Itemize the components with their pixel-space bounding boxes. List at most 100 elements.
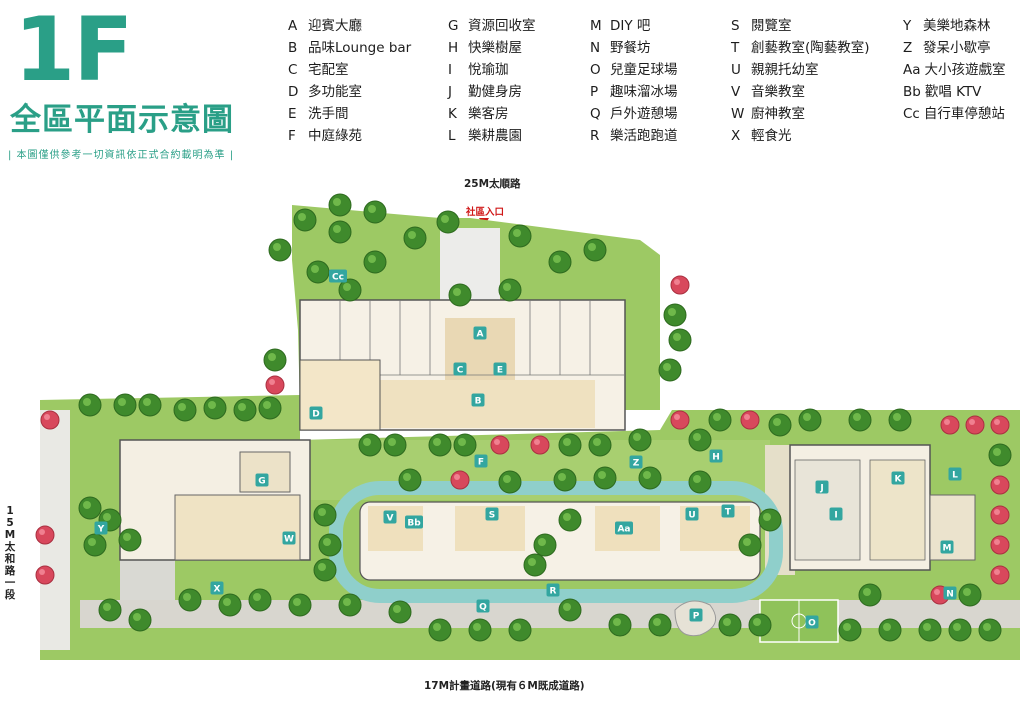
map-marker-o [805,615,819,629]
map-marker-bb [405,515,423,529]
legend-code: V [731,84,741,100]
legend-label: 音樂教室 [751,84,805,100]
tree-icon [593,466,617,490]
soccer-field [759,599,839,643]
flower-tree-icon [990,535,1010,555]
flower-tree-icon [265,375,285,395]
tree-icon [98,508,122,532]
legend-label: 兒童足球場 [610,62,678,78]
map-marker-label: P [693,612,700,622]
tree-icon [508,618,532,642]
tree-icon [363,250,387,274]
tree-highlight [588,243,596,251]
map-marker-label: A [477,330,484,340]
central-courtyard [300,440,770,500]
tree-icon [668,328,692,352]
west-building [119,439,311,561]
legend-code: Bb [903,84,921,100]
tree-highlight [103,513,111,521]
tree-icon [748,613,772,637]
tree-icon [178,588,202,612]
grass-areas [40,205,1020,660]
legend-label: 輕食光 [751,128,792,144]
tree-highlight [723,618,731,626]
legend-label: 樂客房 [468,106,509,122]
tree-icon [173,398,197,422]
tree-highlight [983,623,991,631]
tree-highlight [563,603,571,611]
flower-tree-icon [965,415,985,435]
tree-highlight [238,403,246,411]
north-wing-west [299,359,381,431]
tree-icon [468,618,492,642]
map-marker-s [485,507,499,521]
tree-highlight [343,283,351,291]
legend-code: H [448,40,459,56]
legend-label: 資源回收室 [468,18,536,34]
tree-highlight [558,473,566,481]
guest-room [869,459,926,561]
tree-icon [858,583,882,607]
tree-icon [838,618,862,642]
tree-icon [78,393,102,417]
tree-icon [318,533,342,557]
tree-highlight [893,413,901,421]
tree-highlight [273,243,281,251]
tree-icon [248,588,272,612]
tree-icon [558,508,582,532]
tree-layer [35,193,1012,642]
tree-highlight [253,593,261,601]
tree-icon [608,613,632,637]
tree-highlight [178,403,186,411]
tree-icon [553,468,577,492]
map-marker-label: H [712,453,720,463]
tree-highlight [663,363,671,371]
map-marker-label: W [284,535,294,545]
west-plaza [120,450,175,620]
recycle-room [239,451,291,493]
tree-icon [978,618,1002,642]
legend-label: 自行車停憩站 [923,106,1005,122]
tree-highlight [843,623,851,631]
flower-tree-icon [930,585,950,605]
legend-code: U [731,62,741,78]
tree-icon [878,618,902,642]
tree-highlight [318,563,326,571]
legend-label: 創藝教室(陶藝教室) [751,40,870,56]
legend-code: B [288,40,298,56]
tree-icon [533,533,557,557]
tree-icon [558,598,582,622]
tree-highlight [83,501,91,509]
legend-code: J [448,84,452,100]
tree-highlight [293,598,301,606]
tree-icon [338,593,362,617]
east-plaza [765,445,795,575]
tree-icon [558,433,582,457]
tree-icon [263,348,287,372]
tree-highlight [83,398,91,406]
map-marker-w [282,531,296,545]
tree-highlight [633,433,641,441]
tree-highlight [993,448,1001,456]
map-marker-label: T [725,508,732,518]
legend-code: I [448,62,452,78]
tree-highlight [598,471,606,479]
tree-highlight [963,588,971,596]
legend-code: F [288,128,296,144]
legend-label: 戶外遊憩場 [610,106,678,122]
legend-label: 發呆小歇亭 [923,40,991,56]
road-label-bottom: 17M計畫道路(現有６M既成道路) [424,680,585,692]
legend-label: 親親托幼室 [751,62,819,78]
